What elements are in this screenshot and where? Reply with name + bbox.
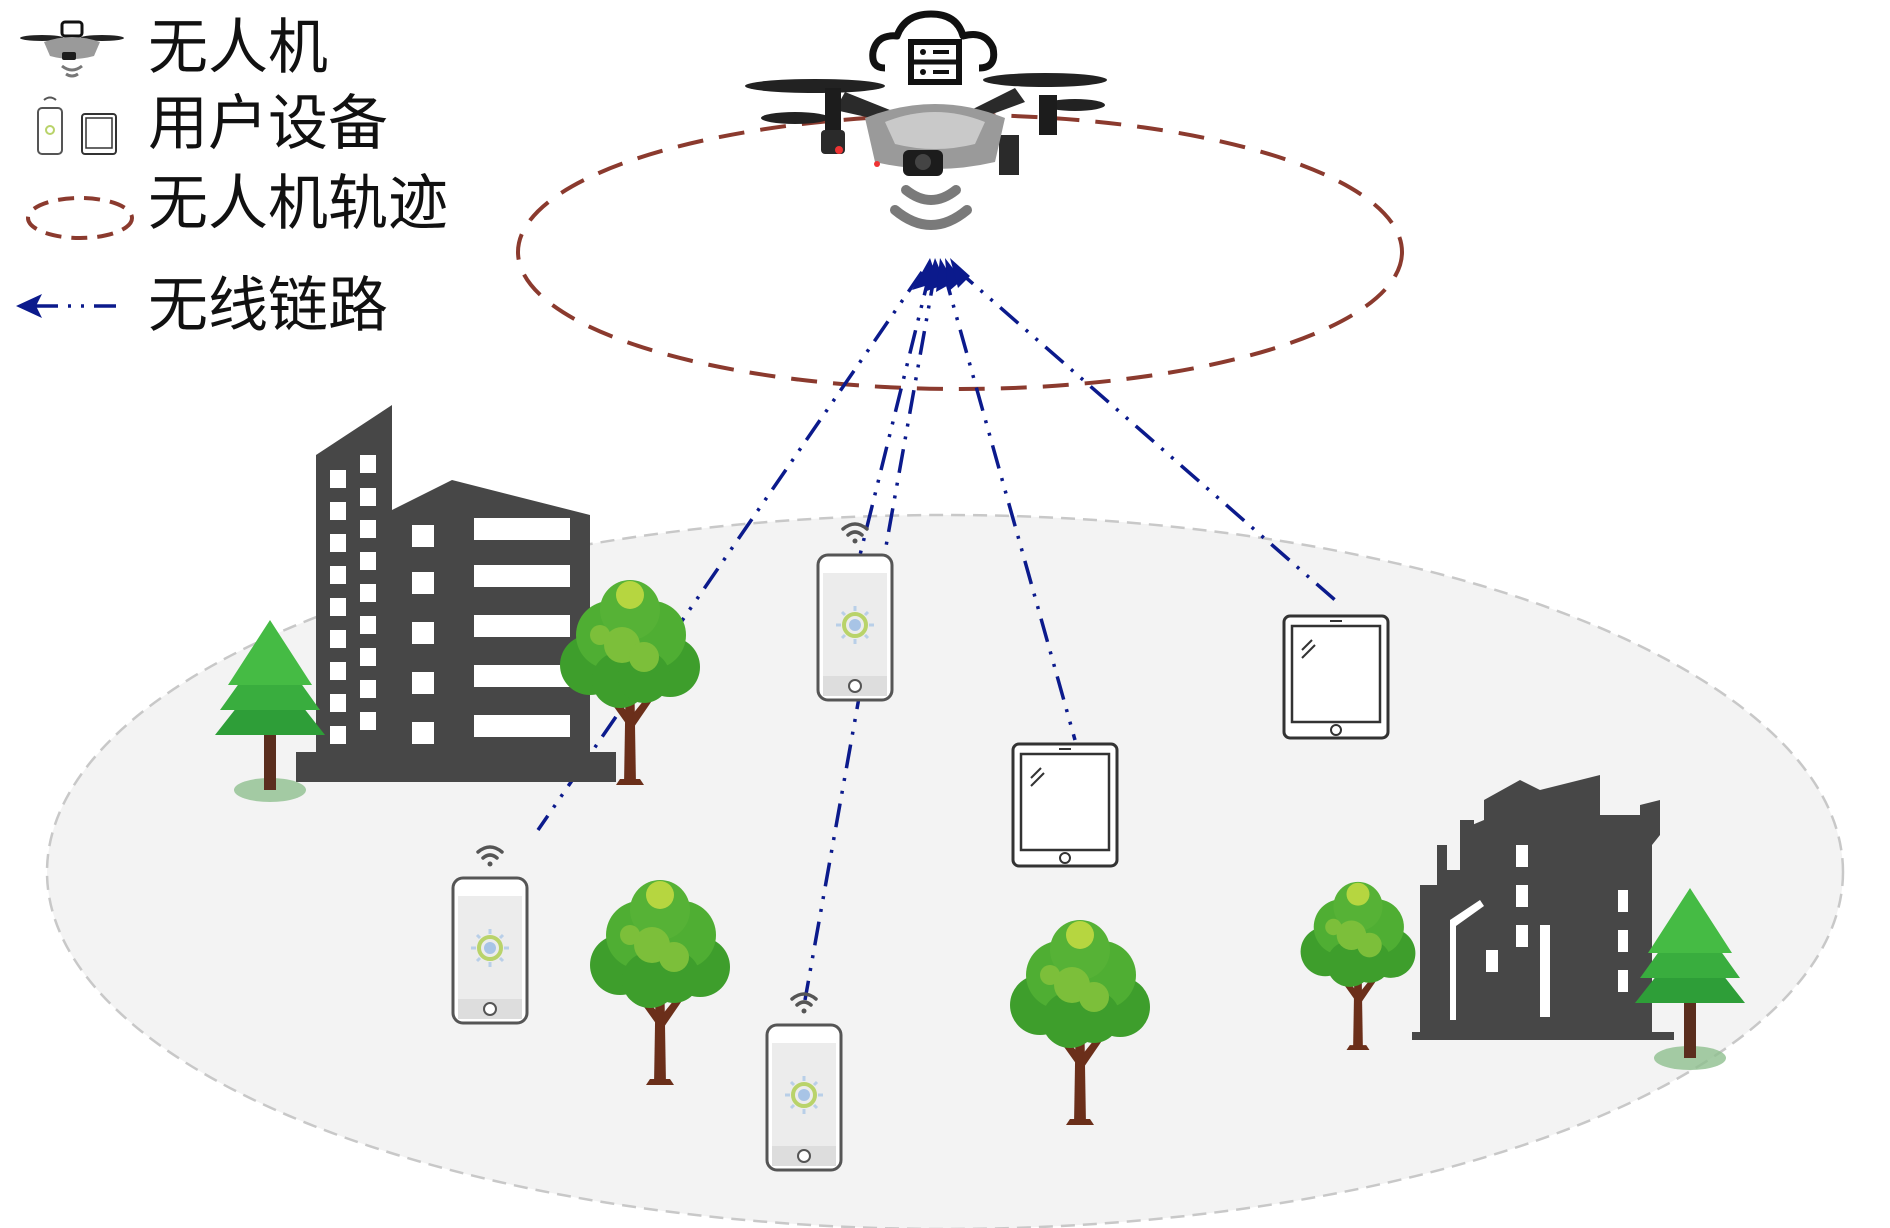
- uav-trajectory: [516, 113, 1404, 391]
- legend-user-device-label: 用户设备: [148, 89, 388, 159]
- cloud-server-icon: [869, 10, 998, 85]
- link-tablet-right: [953, 266, 1337, 602]
- drone-signal-icon: [890, 185, 972, 230]
- legend-drone-icon: [20, 20, 124, 78]
- phone-device: [451, 876, 529, 1025]
- link-tablet-center: [942, 271, 1077, 741]
- drone-icon: [745, 73, 1107, 176]
- phone-device: [765, 1023, 843, 1172]
- legend-trajectory-icon: [26, 196, 134, 240]
- phone-device: [816, 553, 894, 702]
- building-right: [1412, 775, 1674, 1040]
- tablet-device: [1011, 742, 1119, 868]
- legend-wireless-link-label: 无线链路: [148, 271, 388, 341]
- legend-user-device-icon: [37, 96, 117, 155]
- legend-trajectory-label: 无人机轨迹: [148, 169, 448, 239]
- link-arrowheads: [912, 258, 970, 292]
- legend-wireless-link-icon: [16, 294, 122, 318]
- legend: 无人机 用户设备 无人机轨迹 无线链路: [16, 13, 448, 341]
- building-left: [296, 405, 616, 782]
- link-middle-phone: [858, 271, 932, 556]
- tablet-device: [1282, 614, 1390, 740]
- legend-drone-label: 无人机: [148, 13, 328, 83]
